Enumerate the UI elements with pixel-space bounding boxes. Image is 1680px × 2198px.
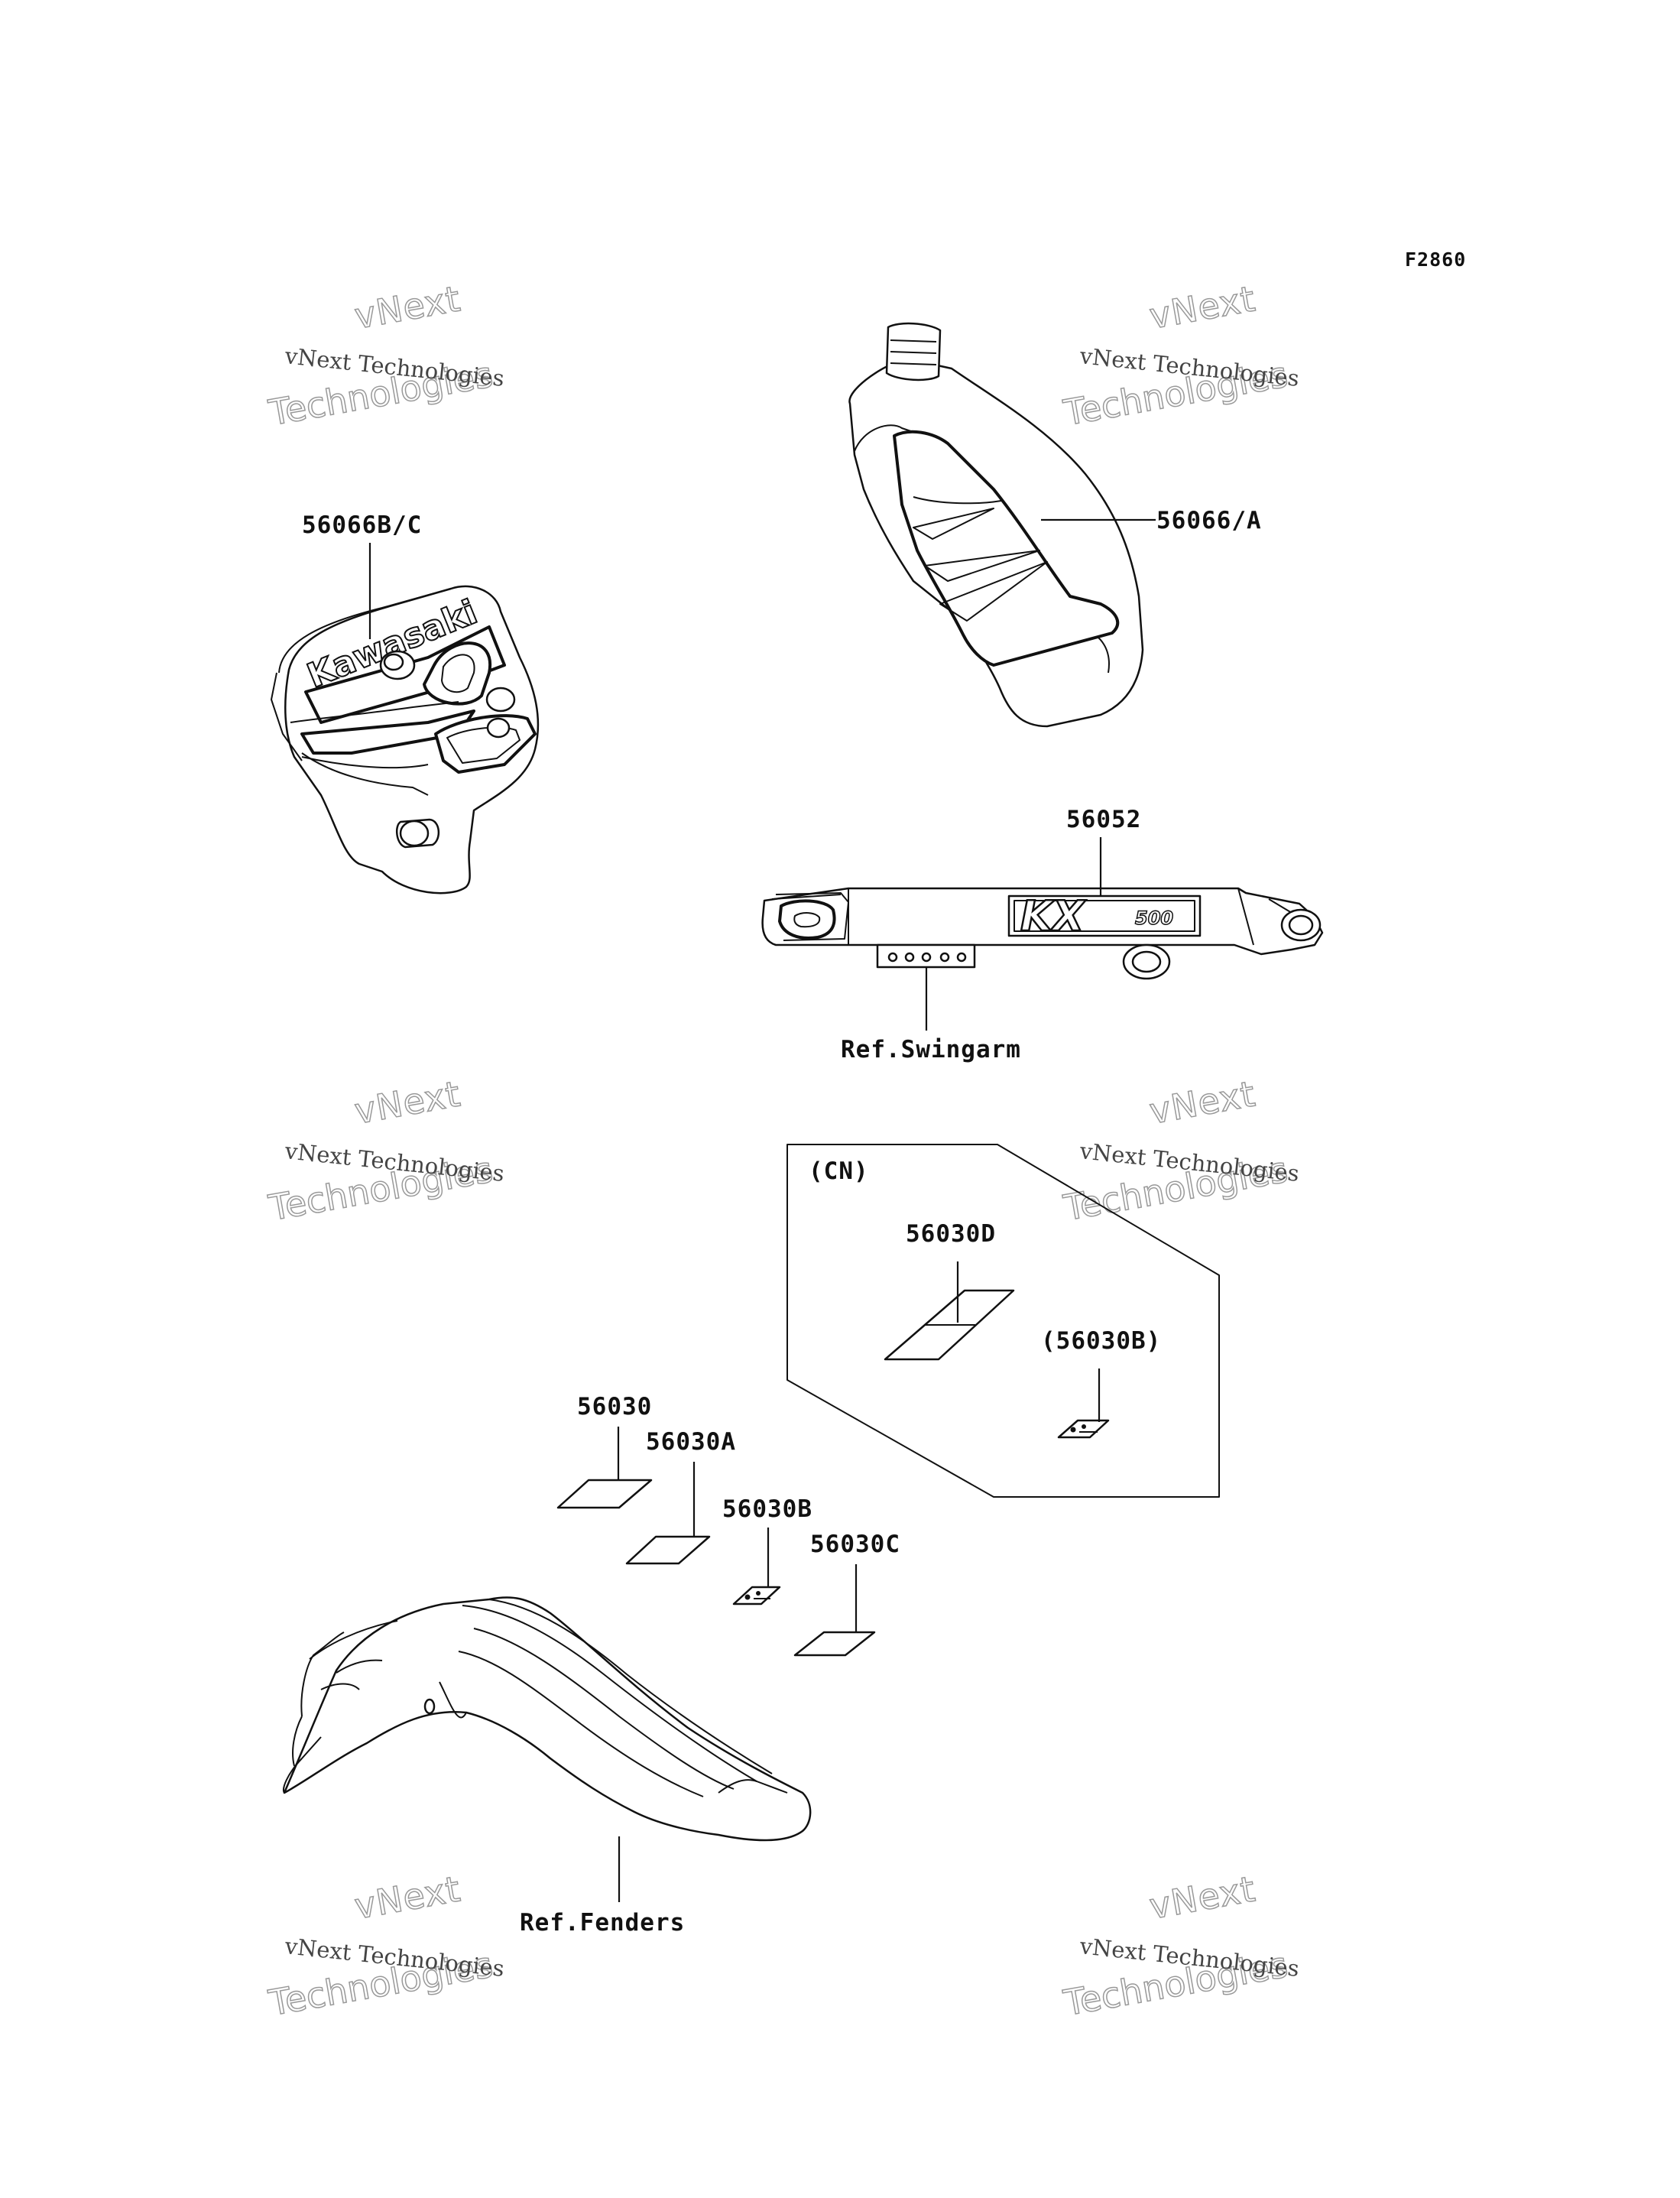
label-56030D: 56030D xyxy=(906,1220,996,1248)
decal-56030C-drawing xyxy=(793,1631,876,1657)
label-ref-fenders: Ref.Fenders xyxy=(520,1909,685,1937)
fuel-tank-drawing xyxy=(848,322,1144,728)
label-56052: 56052 xyxy=(1066,806,1141,833)
label-56030: 56030 xyxy=(577,1393,652,1420)
watermark-line1: vNext xyxy=(1146,1868,1259,1927)
label-56066A: 56066/A xyxy=(1156,507,1262,534)
kx-logo: KX xyxy=(1020,892,1086,940)
shroud-decal-drawing: Kawasaki xyxy=(271,585,540,894)
label-56030A: 56030A xyxy=(646,1428,736,1456)
decal-56030-drawing xyxy=(556,1479,653,1509)
figure-code: F2860 xyxy=(1405,248,1466,271)
watermark-line1: vNext xyxy=(352,1868,464,1927)
watermark-line1: vNext xyxy=(352,278,464,336)
label-56030C: 56030C xyxy=(810,1531,900,1558)
watermark-line1: vNext xyxy=(1146,1073,1259,1131)
swingarm-drawing: KX 500 xyxy=(761,887,1324,980)
kx-500-number: 500 xyxy=(1135,907,1173,929)
front-fender-drawing xyxy=(283,1596,812,1842)
decal-56030A-drawing xyxy=(625,1535,711,1565)
cn-region-box xyxy=(786,1144,1220,1498)
label-region-cn: (CN) xyxy=(809,1157,869,1185)
decal-56030B-cn-drawing xyxy=(1057,1419,1110,1439)
label-56030B: 56030B xyxy=(722,1495,812,1523)
decal-56030D-drawing xyxy=(884,1289,1015,1361)
watermark-line1: vNext xyxy=(1146,278,1259,336)
watermark-line1: vNext xyxy=(352,1073,464,1131)
label-56066BC: 56066B/C xyxy=(302,511,422,539)
decal-56030B-drawing xyxy=(732,1586,781,1605)
label-ref-swingarm: Ref.Swingarm xyxy=(841,1036,1021,1063)
label-56030B-cn: (56030B) xyxy=(1041,1327,1161,1355)
